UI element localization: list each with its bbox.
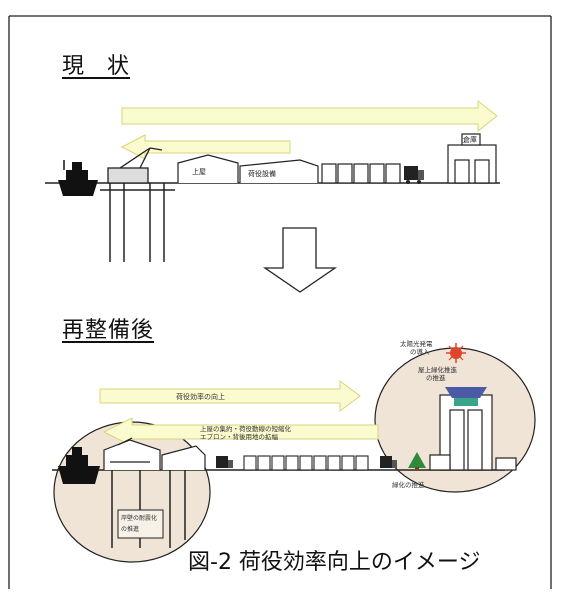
solar-label-1: 太陽光発電: [400, 339, 433, 348]
roof-green-icon: [454, 398, 478, 406]
current-truck-icon: [404, 166, 424, 184]
figure-caption: 図-2 荷役効率向上のイメージ: [188, 550, 481, 575]
current-storage-label: 荷役設備: [248, 169, 276, 178]
current-container-row: [321, 163, 401, 184]
green-label: 緑化の推進: [392, 480, 425, 489]
after-warehouse-group: [103, 437, 206, 470]
after-ship-icon: [58, 447, 100, 484]
current-gate-label: 倉庫: [463, 135, 477, 144]
current-ship-icon: [58, 160, 98, 196]
roof-label-1: 屋上緑化推進: [418, 365, 458, 374]
section-heading-current: 現 状: [62, 54, 130, 79]
after-right-building: [429, 394, 517, 471]
after-arrow-right-label: 荷役効率の向上: [176, 392, 225, 401]
solar-label-2: の導入: [410, 347, 430, 356]
current-warehouse-label: 上屋: [192, 167, 206, 176]
current-warehouse: 上屋: [177, 154, 239, 183]
current-pier: [100, 183, 175, 262]
green-tree-icon: [408, 452, 426, 471]
current-arrow-left: [120, 134, 291, 160]
solar-icon: [446, 343, 466, 363]
after-arrow-left-label-2: エプロン・背後用地の拡幅: [200, 432, 279, 441]
after-container-row: [243, 455, 369, 471]
after-arrow-left-label-1: 上屋の集約・荷役動線の短縮化: [200, 424, 292, 433]
current-crane: [107, 147, 163, 184]
transition-down-arrow: [262, 227, 338, 293]
current-arrow-right: [121, 99, 498, 133]
after-left-circle-label-2: の推進: [121, 525, 139, 533]
after-truck-icon-right: [380, 456, 397, 468]
current-storage: 荷役設備: [239, 159, 319, 183]
current-gate-building: 倉庫: [447, 133, 497, 184]
after-arrow-right: [99, 380, 361, 412]
after-truck-icon-left: [216, 456, 233, 468]
section-heading-after: 再整備後: [62, 318, 155, 343]
roof-cap-icon: [445, 387, 487, 398]
after-arrow-left: [102, 417, 379, 447]
after-state-diagram: 荷役効率の向上 上屋の集約・荷役動線の短縮化 エプロン・背後用地の拡幅 岸壁の耐…: [52, 339, 536, 563]
current-state-diagram: 上屋 荷役設備 倉庫: [45, 99, 500, 262]
roof-label-2: の推進: [426, 373, 446, 382]
after-pier: [111, 470, 186, 548]
after-left-circle-label-1: 岸壁の耐震化: [121, 514, 157, 522]
